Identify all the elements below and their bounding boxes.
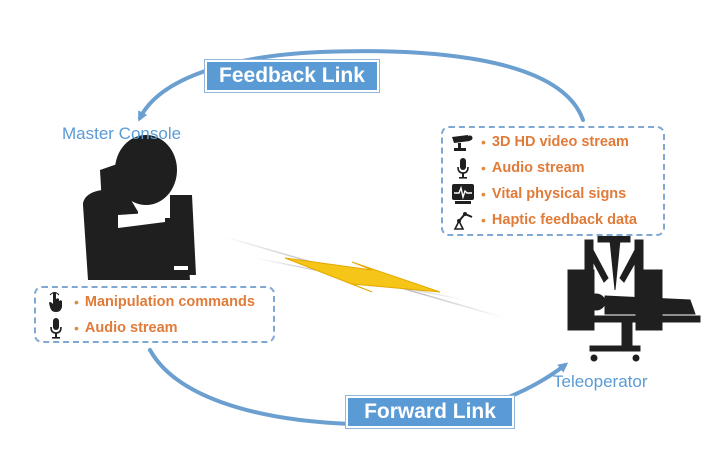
- master-streams-box: • Manipulation commands • Audio stream: [34, 286, 275, 343]
- stream-label: Haptic feedback data: [491, 212, 637, 228]
- stream-label: 3D HD video stream: [491, 134, 629, 150]
- feedback-arc: [138, 49, 585, 122]
- robot-arm-icon: [449, 208, 477, 232]
- stream-item-audio: • Audio stream: [449, 155, 663, 181]
- vital-monitor-icon: [449, 182, 477, 206]
- camera-icon: [449, 130, 477, 154]
- stream-item-vitals: • Vital physical signs: [449, 181, 663, 207]
- stream-item-video: • 3D HD video stream: [449, 129, 663, 155]
- stream-label: Manipulation commands: [84, 294, 255, 310]
- touch-hand-icon: [42, 290, 70, 314]
- stream-label: Audio stream: [84, 320, 178, 336]
- teleoperator-title: Teleoperator: [553, 372, 648, 391]
- stream-item-haptic: • Haptic feedback data: [449, 207, 663, 233]
- feedback-link-label: Feedback Link: [205, 60, 379, 92]
- lightning-icon: [284, 257, 441, 293]
- wireless-link: [224, 236, 506, 319]
- stream-label: Audio stream: [491, 160, 585, 176]
- master-console-title: Master Console: [62, 124, 182, 143]
- surgical-robot-figure: [567, 235, 701, 362]
- surgeon-console-figure: [83, 135, 196, 280]
- forward-link-label: Forward Link: [346, 396, 514, 428]
- microphone-icon: [449, 156, 477, 180]
- stream-label: Vital physical signs: [491, 186, 627, 202]
- microphone-icon: [42, 316, 70, 340]
- teleoperator-streams-box: • 3D HD video stream • Audio stream • Vi…: [441, 126, 665, 236]
- stream-item-audio: • Audio stream: [42, 315, 273, 341]
- stream-item-manipulation: • Manipulation commands: [42, 289, 273, 315]
